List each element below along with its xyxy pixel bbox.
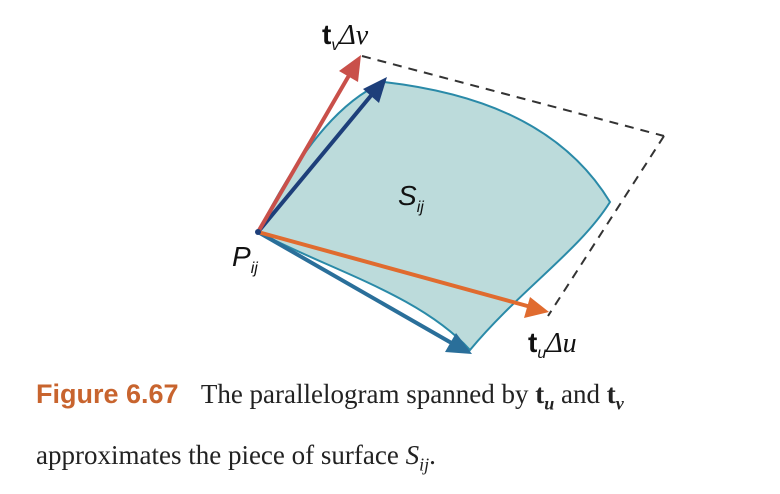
tv-label: tvΔv — [322, 19, 369, 54]
surface-diagram: tvΔv tuΔu Pij Sij — [232, 19, 665, 362]
figure-caption: Figure 6.67 The parallelogram spanned by… — [36, 368, 766, 491]
surface-u-edge-arrow — [257, 230, 456, 347]
surface-u-edge-arrowhead — [445, 333, 472, 354]
tu-arrowhead — [524, 297, 549, 318]
tv-arrow — [256, 70, 353, 234]
s-label: Sij — [398, 180, 424, 216]
p-label: Pij — [232, 241, 258, 277]
caption-s: Sij — [405, 440, 430, 475]
surface-v-edge-arrowhead — [363, 77, 387, 103]
caption-text-1: The parallelogram spanned by — [200, 379, 529, 409]
caption-text-2: approximates the piece of surface — [36, 440, 399, 471]
surface-v-edge-arrow — [256, 90, 376, 234]
caption-tv: tv — [606, 379, 624, 414]
caption-period: . — [429, 440, 436, 471]
caption-tu: tu — [535, 379, 555, 414]
caption-and: and — [560, 379, 600, 409]
tu-arrow — [257, 230, 532, 309]
surface-patch — [256, 80, 612, 352]
point-p — [255, 229, 261, 235]
figure-number: Figure 6.67 — [36, 379, 179, 409]
tu-label: tuΔu — [528, 327, 577, 362]
parallelogram-top-edge — [361, 55, 665, 137]
tv-arrowhead — [339, 55, 361, 82]
parallelogram-right-edge — [547, 135, 665, 317]
